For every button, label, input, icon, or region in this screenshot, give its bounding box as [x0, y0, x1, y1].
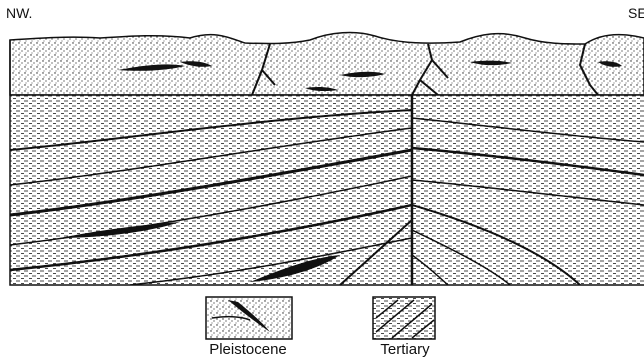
legend-swatch-tertiary — [373, 297, 435, 339]
pleistocene-deposits — [10, 33, 644, 95]
tertiary-strata-left — [10, 95, 412, 285]
legend-label-pleistocene: Pleistocene — [193, 341, 303, 358]
legend-swatch-pleistocene — [206, 297, 292, 339]
legend-label-tertiary: Tertiary — [365, 341, 445, 358]
tertiary-strata-right — [412, 95, 644, 285]
